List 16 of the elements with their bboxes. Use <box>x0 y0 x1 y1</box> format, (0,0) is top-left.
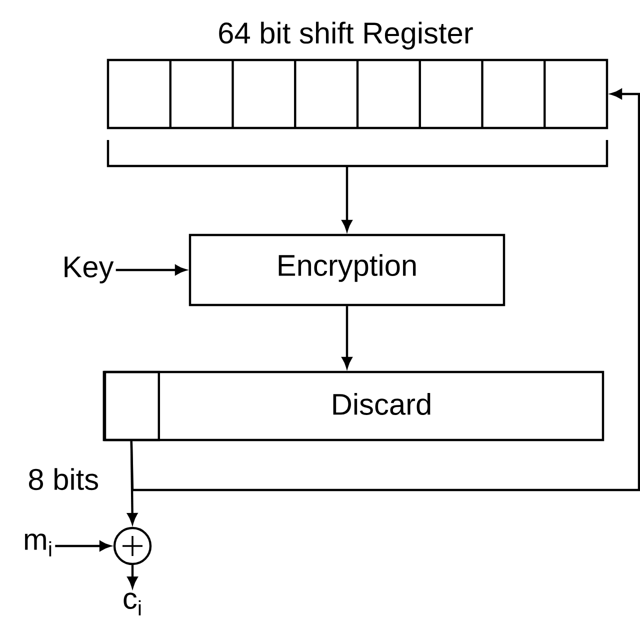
key-label: Key <box>64 256 114 284</box>
arrow <box>55 540 110 552</box>
ciphertext-label: c$_{i}$ <box>124 592 141 616</box>
discard-register: Discard <box>104 370 604 442</box>
arrow <box>342 306 352 368</box>
arrow <box>342 166 352 231</box>
shift-register: 64 bit shift Register <box>106 22 608 168</box>
node-label: 64 bit shift Register <box>219 22 473 50</box>
arrow <box>116 264 186 276</box>
arrow <box>127 565 138 588</box>
edge-label: 8 bits <box>28 468 98 490</box>
output-cell <box>102 370 160 442</box>
xor-symbol <box>113 526 152 566</box>
plaintext-label: m$_{i}$ <box>24 534 52 556</box>
encryption-box: Encryption <box>188 234 506 306</box>
arrow <box>130 88 640 492</box>
